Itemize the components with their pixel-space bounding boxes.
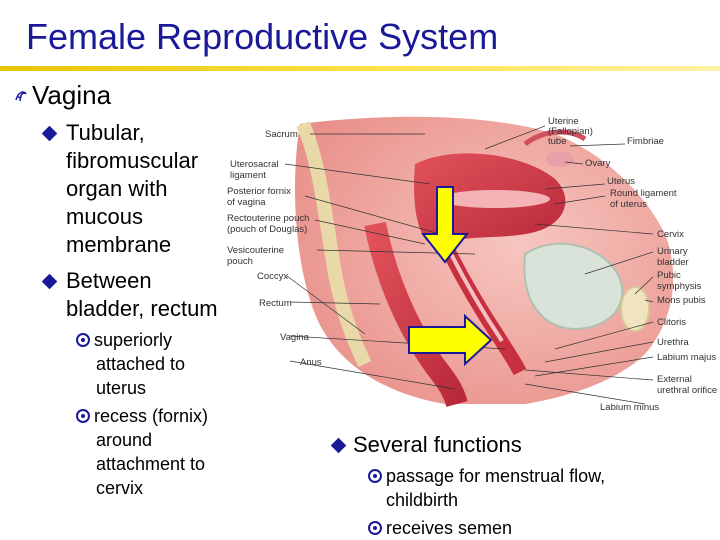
down-arrow-icon: [420, 186, 470, 264]
line: childbirth: [386, 490, 459, 510]
label-urethra: Urethra: [657, 337, 689, 348]
label-posterior-fornix: Posterior fornix: [227, 186, 291, 197]
label-tube: tube: [548, 136, 567, 147]
line: uterus: [96, 378, 147, 398]
line: membrane: [66, 232, 172, 257]
line: attachment to: [96, 454, 206, 474]
label-of-uterus: of uterus: [610, 199, 647, 210]
sacrum-shape: [296, 121, 372, 368]
label-round-ligament: Round ligament: [610, 188, 677, 199]
label-clitoris: Clitoris: [657, 317, 686, 328]
pelvic-tissue: [295, 116, 674, 404]
label-vesicouterine: Vesicouterine: [227, 245, 284, 256]
label-fimbriae: Fimbriae: [627, 136, 664, 147]
label-vagina: Vagina: [280, 332, 310, 343]
circle-bullet-icon: [368, 469, 382, 483]
label-labium-minus: Labium minus: [600, 402, 659, 413]
line: attached to: [96, 354, 186, 374]
diamond-bullet-icon: [41, 273, 58, 290]
label-bladder: bladder: [657, 257, 689, 268]
label-cervix: Cervix: [657, 229, 684, 240]
circle-bullet-icon: [368, 521, 382, 535]
bladder-shape: [523, 242, 624, 331]
label-anus: Anus: [300, 357, 322, 368]
label-of-vagina: of vagina: [227, 197, 266, 208]
right-arrow-icon: [408, 313, 493, 367]
line: Several functions: [353, 432, 522, 457]
label-rectouterine-pouch: Rectouterine pouch: [227, 213, 309, 224]
diamond-bullet-icon: [41, 125, 58, 142]
label-ligament: ligament: [230, 170, 266, 181]
line: superiorly: [94, 330, 173, 350]
label-sacrum: Sacrum: [265, 129, 298, 140]
line: Between: [66, 268, 152, 293]
label-uterosacral: Uterosacral: [230, 159, 279, 170]
pubic-symphysis-shape: [620, 286, 650, 332]
label-rectum: Rectum: [259, 298, 292, 309]
line: mucous: [66, 204, 144, 229]
line: organ with: [66, 176, 168, 201]
label-mons-pubis: Mons pubis: [657, 295, 706, 306]
line: receives semen: [386, 518, 513, 538]
label-urinary: Urinary: [657, 246, 688, 257]
label-pubic: Pubic: [657, 270, 681, 281]
label-symphysis: symphysis: [657, 281, 702, 292]
circle-bullet-icon: [76, 333, 90, 347]
line: passage for menstrual flow,: [386, 466, 606, 486]
label-pouch-of-douglas: (pouch of Douglas): [227, 224, 307, 235]
label-uterus: Uterus: [607, 176, 635, 187]
fleuron-icon: [15, 91, 27, 102]
label-labium-majus: Labium majus: [657, 352, 716, 363]
uterine-cavity: [440, 190, 550, 208]
fallopian-tube-shape: [523, 129, 587, 147]
label-uterine: Uterine: [548, 116, 579, 127]
line: around: [96, 430, 153, 450]
line: bladder, rectum: [66, 296, 218, 321]
label-coccyx: Coccyx: [257, 271, 288, 282]
ovary-shape: [546, 151, 574, 167]
bullet-vagina-text: Vagina: [32, 80, 112, 110]
anatomy-diagram: Sacrum Uterosacral ligament Posterior fo…: [227, 116, 717, 413]
label-fallopian: (Fallopian): [548, 126, 593, 137]
title-underline: [0, 66, 720, 71]
circle-bullet-icon: [76, 409, 90, 423]
line: fibromuscular: [66, 148, 199, 173]
line: Tubular,: [66, 120, 145, 145]
diamond-bullet-icon: [330, 437, 347, 454]
label-external: External: [657, 374, 692, 385]
line: cervix: [96, 478, 144, 498]
line: recess (fornix): [94, 406, 209, 426]
label-pouch: pouch: [227, 256, 253, 267]
label-ovary: Ovary: [585, 158, 611, 169]
slide-title: Female Reproductive System: [26, 16, 499, 57]
label-urethral-orifice: urethral orifice: [657, 385, 717, 396]
